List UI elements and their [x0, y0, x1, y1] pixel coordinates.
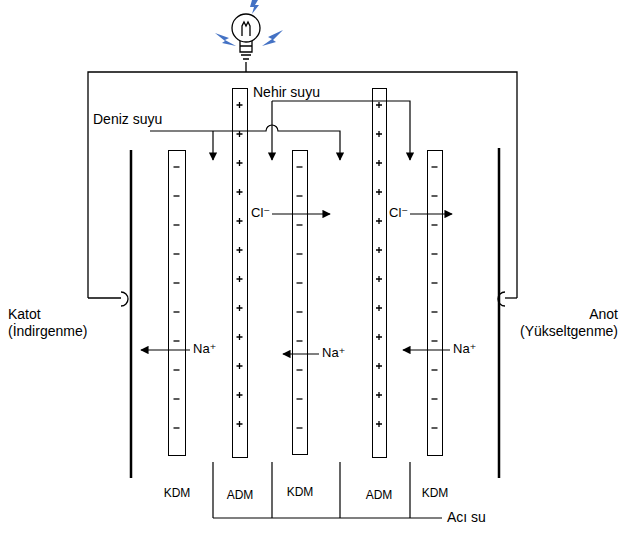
ion-label: Na⁺: [322, 345, 345, 361]
sea-water-label: Deniz suyu: [93, 111, 162, 128]
membrane-charges: [169, 151, 187, 457]
ion-label: Na⁺: [193, 341, 216, 357]
membrane: KDM: [413, 150, 457, 506]
brackish-water-label: Acı su: [447, 509, 486, 526]
membrane-charges: [293, 151, 309, 456]
ion-label: Cl⁻: [251, 205, 270, 221]
membrane: KDM: [278, 150, 322, 505]
membrane-charges: [233, 89, 249, 459]
membrane-charges: [428, 151, 444, 457]
membrane-charges: [373, 89, 388, 459]
membrane-label: ADM: [218, 488, 262, 502]
external-circuit-wire: [88, 62, 517, 306]
membrane: ADM: [218, 88, 262, 508]
cation-exchange-membrane: [427, 150, 443, 456]
cation-exchange-membrane: [292, 150, 308, 455]
electrode-label: Anot (Yükseltgenme): [520, 306, 618, 340]
membrane-label: KDM: [413, 486, 457, 500]
ion-flow-arrows: [141, 214, 452, 354]
light-bulb: [232, 14, 260, 59]
anion-exchange-membrane: [372, 88, 387, 458]
membrane-label: KDM: [155, 486, 199, 500]
brackish-outlet-lines: [213, 462, 442, 518]
membrane: ADM: [357, 88, 401, 508]
anion-exchange-membrane: [232, 88, 248, 458]
ion-label: Na⁺: [453, 341, 476, 357]
electrodes: [131, 148, 499, 478]
electrode-label: Katot (İndirgenme): [8, 306, 87, 340]
river-water-label: Nehir suyu: [253, 84, 320, 101]
cation-exchange-membrane: [168, 150, 186, 456]
membrane: KDM: [155, 150, 199, 506]
membrane-label: KDM: [278, 485, 322, 499]
light-rays: [215, 0, 283, 46]
membrane-label: ADM: [357, 488, 401, 502]
ion-label: Cl⁻: [389, 205, 408, 221]
